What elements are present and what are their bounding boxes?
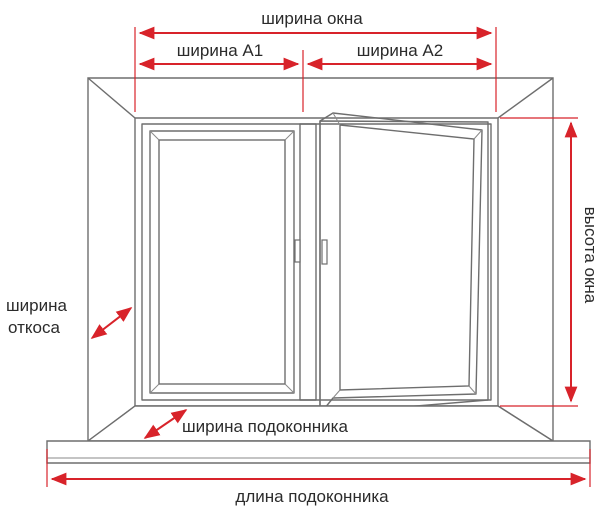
left-sash <box>149 130 301 394</box>
dimension-window-height: высота окна <box>500 117 600 407</box>
dimension-width-a1: ширина А1 <box>138 41 304 112</box>
dimension-sill-width: ширина подоконника <box>143 409 348 439</box>
label-sill-width: ширина подоконника <box>182 417 348 436</box>
label-window-height: высота окна <box>581 207 600 304</box>
dimension-window-width: ширина окна <box>134 9 497 112</box>
right-sash-handle-icon <box>321 239 328 265</box>
label-slope-width-line2: откоса <box>8 318 60 337</box>
left-sash-handle-icon <box>294 239 301 263</box>
label-width-a1: ширина А1 <box>177 41 263 60</box>
dimension-slope-width: ширина откоса <box>6 296 133 339</box>
label-width-a2: ширина А2 <box>357 41 443 60</box>
dimension-width-a2: ширина А2 <box>306 41 493 71</box>
right-sash-open <box>319 112 489 415</box>
window-sill <box>46 405 591 464</box>
label-slope-width-line1: ширина <box>6 296 67 315</box>
label-window-width: ширина окна <box>261 9 363 28</box>
label-sill-length: длина подоконника <box>235 487 389 506</box>
dimension-sill-length: длина подоконника <box>46 449 591 506</box>
